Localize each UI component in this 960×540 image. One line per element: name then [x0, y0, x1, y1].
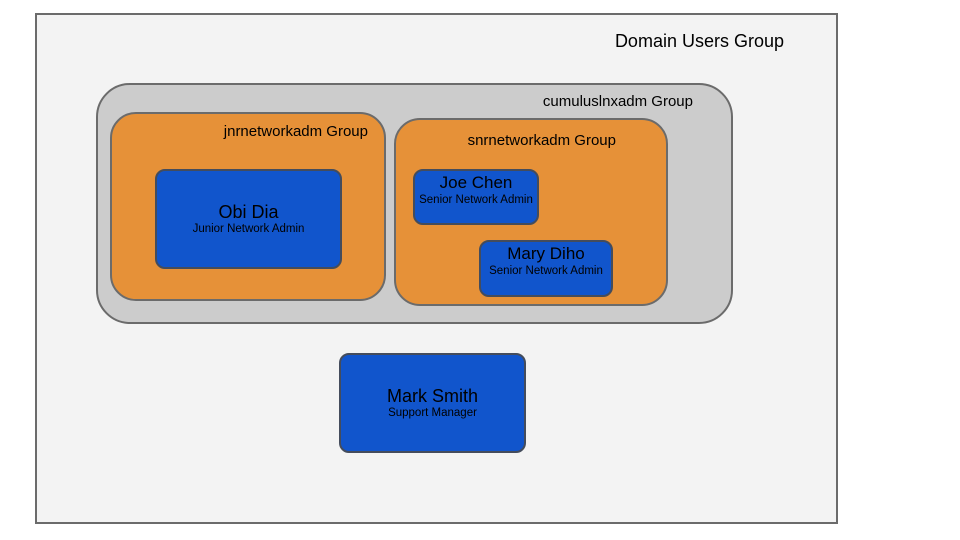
user-card-mary-diho: Mary Diho Senior Network Admin	[479, 240, 613, 297]
cumuluslnxadm-group-label: cumuluslnxadm Group	[542, 93, 693, 110]
user-role: Support Manager	[388, 406, 477, 419]
user-card-joe-chen: Joe Chen Senior Network Admin	[413, 169, 539, 225]
user-name: Obi Dia	[218, 201, 279, 222]
user-card-obi-dia: Obi Dia Junior Network Admin	[155, 169, 342, 269]
user-role: Senior Network Admin	[489, 265, 603, 277]
domain-users-group-label: Domain Users Group	[614, 31, 784, 51]
user-name: Mary Diho	[507, 244, 585, 263]
user-role: Junior Network Admin	[192, 222, 305, 235]
jnrnetworkadm-group-label: jnrnetworkadm Group	[223, 123, 368, 140]
user-name: Joe Chen	[439, 173, 513, 192]
user-card-mark-smith: Mark Smith Support Manager	[339, 353, 526, 453]
user-role: Senior Network Admin	[419, 194, 533, 206]
snrnetworkadm-group-label: snrnetworkadm Group	[467, 132, 616, 149]
user-name: Mark Smith	[386, 385, 478, 406]
